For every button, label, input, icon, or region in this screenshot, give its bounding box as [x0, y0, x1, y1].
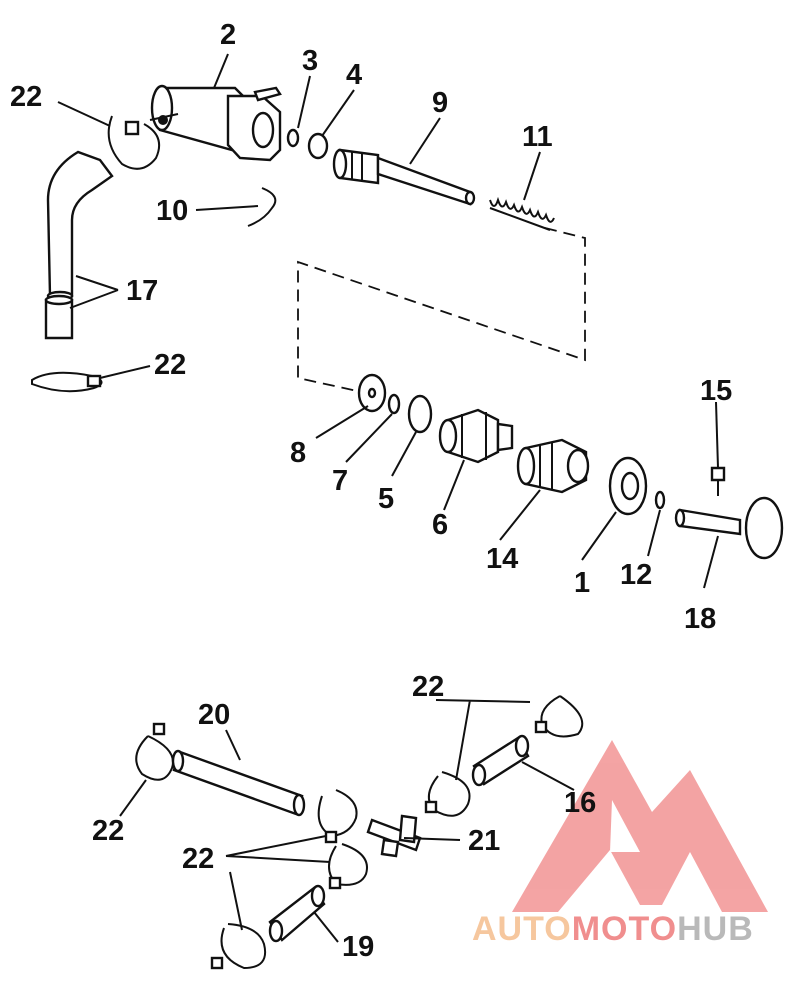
watermark-auto: AUTO: [472, 910, 572, 948]
watermark-hub: HUB: [677, 910, 754, 948]
part-19-hose: [268, 884, 326, 943]
part-6-valve-body: [438, 408, 514, 464]
callout-16: 16: [564, 787, 596, 819]
part-18-knob: [674, 496, 784, 560]
part-21-tee-fitting: [366, 814, 422, 858]
part-9-plunger: [332, 148, 476, 206]
callout-20: 20: [198, 699, 230, 731]
callout-8: 8: [290, 437, 306, 469]
callout-22-a: 22: [10, 81, 42, 113]
callout-9: 9: [432, 87, 448, 119]
callout-3: 3: [302, 45, 318, 77]
part-17-hose: [44, 150, 114, 340]
callout-6: 6: [432, 509, 448, 541]
part-12-oring: [654, 490, 666, 510]
part-22-clamp-top: [107, 115, 160, 170]
part-11-spring: [489, 196, 555, 231]
callout-labels: 2 3 4 9 11 22 10 17 22 8 7 5 6 14 1 12 1…: [10, 19, 732, 963]
dashed-guide: [297, 227, 586, 393]
part-22-clamp-right-mid: [424, 771, 471, 817]
callout-15: 15: [700, 375, 732, 407]
callout-7: 7: [332, 465, 348, 497]
part-22-clamp-bl: [135, 722, 174, 781]
callout-5: 5: [378, 483, 394, 515]
watermark-text: AUTOMOTOHUB: [472, 910, 754, 948]
part-22-clamp-bottom-left: [210, 923, 266, 970]
callout-21: 21: [468, 825, 500, 857]
callout-2: 2: [220, 19, 236, 51]
part-16-hose: [471, 734, 530, 787]
callout-19: 19: [342, 931, 374, 963]
part-20-hose: [171, 749, 306, 817]
part-7-oring: [387, 393, 401, 415]
part-22-clamp-mid: [317, 789, 358, 844]
part-14-nut: [516, 438, 590, 494]
part-22-clamp-mid2: [328, 843, 368, 890]
part-15-screw: [710, 466, 726, 496]
callout-17: 17: [126, 275, 158, 307]
callout-22-c: 22: [92, 815, 124, 847]
part-8-washer: [357, 373, 387, 413]
callout-22-e: 22: [412, 671, 444, 703]
part-1-bezel: [608, 456, 648, 516]
part-10-clip: [247, 187, 277, 227]
watermark-logo: [512, 740, 768, 912]
callout-22-b: 22: [154, 349, 186, 381]
leader-lines: [57, 53, 719, 943]
callout-10: 10: [156, 195, 188, 227]
callout-18: 18: [684, 603, 716, 635]
part-4-oring: [307, 132, 329, 160]
callout-1: 1: [574, 567, 590, 599]
part-2-primer-body: [149, 84, 282, 162]
callout-12: 12: [620, 559, 652, 591]
callout-4: 4: [346, 59, 362, 91]
callout-14: 14: [486, 543, 518, 575]
part-3-oring: [286, 128, 300, 148]
callout-11: 11: [522, 121, 553, 153]
part-22-clamp-bottom: [31, 371, 103, 393]
part-22-clamp-right-top: [534, 695, 584, 738]
watermark-moto: MOTO: [572, 910, 677, 948]
part-5-oring: [407, 394, 433, 434]
callout-22-d: 22: [182, 843, 214, 875]
